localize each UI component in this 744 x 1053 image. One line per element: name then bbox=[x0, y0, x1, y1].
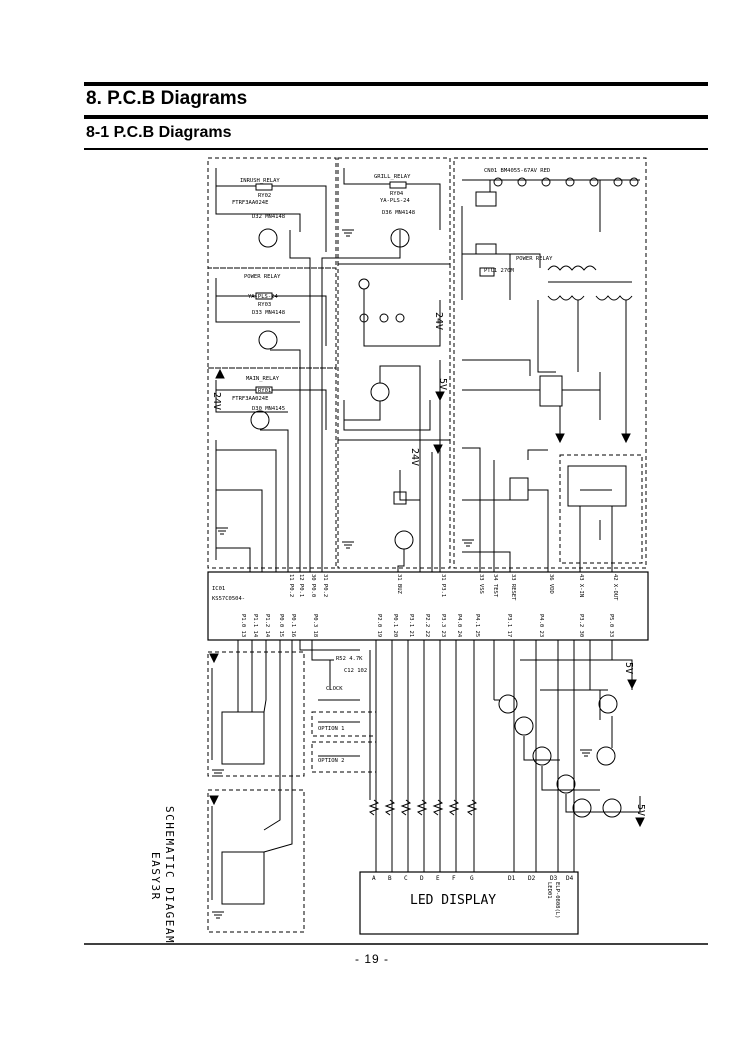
svg-text:F: F bbox=[452, 875, 456, 882]
svg-text:24V: 24V bbox=[433, 312, 444, 330]
svg-text:RY02: RY02 bbox=[258, 193, 271, 199]
connector-label: CN01 BM4055-67AV RED bbox=[484, 168, 550, 174]
svg-text:5V: 5V bbox=[635, 804, 646, 816]
header-mid-rule bbox=[84, 115, 708, 119]
svg-text:D30 MN4145: D30 MN4145 bbox=[252, 406, 285, 412]
sensor-block bbox=[337, 263, 451, 441]
led-display-label: LED DISPLAY bbox=[410, 893, 496, 908]
svg-text:D1: D1 bbox=[508, 875, 516, 882]
svg-text:D36 MN4148: D36 MN4148 bbox=[382, 210, 415, 216]
svg-text:C12 102: C12 102 bbox=[344, 668, 367, 674]
svg-text:P1.2 14: P1.2 14 bbox=[264, 614, 270, 638]
svg-text:36 VDD: 36 VDD bbox=[548, 574, 554, 594]
main-relay-block bbox=[207, 367, 337, 569]
svg-text:P1.0 13: P1.0 13 bbox=[240, 614, 246, 637]
svg-text:P1.1 14: P1.1 14 bbox=[252, 614, 258, 638]
svg-text:P2.2 22: P2.2 22 bbox=[424, 614, 430, 637]
model-caption: EASY3R bbox=[149, 852, 162, 901]
mcu-ic-body bbox=[207, 571, 649, 641]
svg-text:P0.0 15: P0.0 15 bbox=[278, 614, 284, 637]
svg-text:33 VSS: 33 VSS bbox=[478, 574, 484, 594]
inrush-relay-label: INRUSH_RELAY bbox=[240, 178, 280, 184]
svg-text:FTRF3AA024E: FTRF3AA024E bbox=[232, 200, 268, 206]
inrush-relay-block bbox=[207, 157, 337, 269]
svg-text:CLOCK: CLOCK bbox=[326, 686, 343, 692]
svg-text:5V: 5V bbox=[437, 378, 448, 390]
svg-text:P3.1 17: P3.1 17 bbox=[506, 614, 512, 637]
svg-text:34 TEST: 34 TEST bbox=[492, 574, 498, 598]
svg-text:OPTION 1: OPTION 1 bbox=[318, 726, 345, 732]
svg-text:GRILL_RELAY: GRILL_RELAY bbox=[374, 174, 411, 180]
svg-text:LED01: LED01 bbox=[546, 882, 552, 899]
svg-text:11 P0.2: 11 P0.2 bbox=[288, 574, 294, 597]
svg-text:OPTION 2: OPTION 2 bbox=[318, 758, 345, 764]
svg-text:43 X-IN: 43 X-IN bbox=[578, 574, 584, 597]
svg-text:YA-PLS-24: YA-PLS-24 bbox=[248, 294, 278, 300]
svg-text:YA-PLS-24: YA-PLS-24 bbox=[380, 198, 410, 204]
oscillator-block bbox=[559, 454, 643, 564]
subheader-rule bbox=[84, 148, 708, 150]
svg-text:POWER RELAY: POWER RELAY bbox=[244, 274, 281, 280]
power-relay-block bbox=[207, 267, 337, 369]
svg-text:D33 MN4148: D33 MN4148 bbox=[252, 310, 285, 316]
svg-text:30 P0.0: 30 P0.0 bbox=[310, 574, 316, 597]
svg-text:24V: 24V bbox=[211, 392, 222, 410]
mcu-bottom-pins: P1.0 13 P1.1 14 P1.2 14 P0.0 15 P0.1 16 … bbox=[240, 614, 614, 638]
mcu-top-pins: 11 P0.2 12 P0.1 30 P0.0 31 P0.2 31 BUZ 3… bbox=[288, 574, 618, 601]
svg-text:B: B bbox=[388, 875, 392, 882]
svg-text:P2.0 19: P2.0 19 bbox=[376, 614, 382, 637]
display-pin-letters: A B C D E F G D1 D2 D3 D4 bbox=[372, 875, 574, 882]
svg-text:P3.1 21: P3.1 21 bbox=[408, 614, 414, 637]
svg-text:G: G bbox=[470, 875, 474, 882]
svg-text:42 X-OUT: 42 X-OUT bbox=[612, 574, 618, 601]
header-top-rule bbox=[84, 82, 708, 86]
svg-text:A: A bbox=[372, 875, 376, 882]
subsection-title: 8-1 P.C.B Diagrams bbox=[86, 124, 232, 141]
svg-text:12 P0.1: 12 P0.1 bbox=[298, 574, 304, 597]
svg-text:MAIN_RELAY: MAIN_RELAY bbox=[246, 376, 280, 382]
svg-text:RY01: RY01 bbox=[258, 388, 271, 394]
svg-text:D32 MN4148: D32 MN4148 bbox=[252, 214, 285, 220]
led-display-box bbox=[359, 871, 579, 935]
svg-text:C: C bbox=[404, 875, 408, 882]
svg-text:5V: 5V bbox=[623, 662, 634, 674]
svg-text:PTC1 270M: PTC1 270M bbox=[484, 268, 514, 274]
svg-text:D2: D2 bbox=[528, 875, 536, 882]
svg-text:31 P3.1: 31 P3.1 bbox=[440, 574, 446, 597]
svg-text:P5.0 33: P5.0 33 bbox=[608, 614, 614, 637]
svg-text:P4.1 25: P4.1 25 bbox=[474, 614, 480, 637]
svg-text:D: D bbox=[420, 875, 424, 882]
svg-text:33 RESET: 33 RESET bbox=[510, 574, 516, 601]
svg-text:KS57C0504-: KS57C0504- bbox=[212, 596, 245, 602]
svg-text:P4.0 23: P4.0 23 bbox=[538, 614, 544, 637]
mcu-label: IC01 bbox=[212, 586, 225, 592]
schematic-caption: SCHEMATIC DIAGEAM bbox=[163, 806, 176, 944]
svg-text:D4: D4 bbox=[566, 875, 574, 882]
svg-text:P3.2 30: P3.2 30 bbox=[578, 614, 584, 637]
svg-text:FTRF3AA024E: FTRF3AA024E bbox=[232, 396, 268, 402]
svg-text:31 BUZ: 31 BUZ bbox=[396, 574, 402, 595]
svg-text:P3.3 23: P3.3 23 bbox=[440, 614, 446, 637]
svg-text:D3: D3 bbox=[550, 875, 558, 882]
buzzer-block bbox=[337, 439, 451, 569]
section-title: 8. P.C.B Diagrams bbox=[86, 88, 248, 109]
svg-text:P0.1 16: P0.1 16 bbox=[290, 614, 296, 637]
svg-text:POWER RELAY: POWER RELAY bbox=[516, 256, 553, 262]
svg-text:ELP-0808(L): ELP-0808(L) bbox=[554, 882, 560, 918]
svg-text:E: E bbox=[436, 875, 440, 882]
svg-text:31 P0.2: 31 P0.2 bbox=[322, 574, 328, 597]
svg-text:RY04: RY04 bbox=[390, 191, 404, 197]
svg-text:P4.0 24: P4.0 24 bbox=[456, 614, 462, 638]
page-number: - 19 - bbox=[354, 952, 389, 966]
svg-text:P0.1 20: P0.1 20 bbox=[392, 614, 398, 637]
svg-text:R52 4.7K: R52 4.7K bbox=[336, 656, 363, 662]
svg-text:RY03: RY03 bbox=[258, 302, 271, 308]
svg-text:P0.3 18: P0.3 18 bbox=[312, 614, 318, 637]
svg-text:24V: 24V bbox=[409, 448, 420, 466]
